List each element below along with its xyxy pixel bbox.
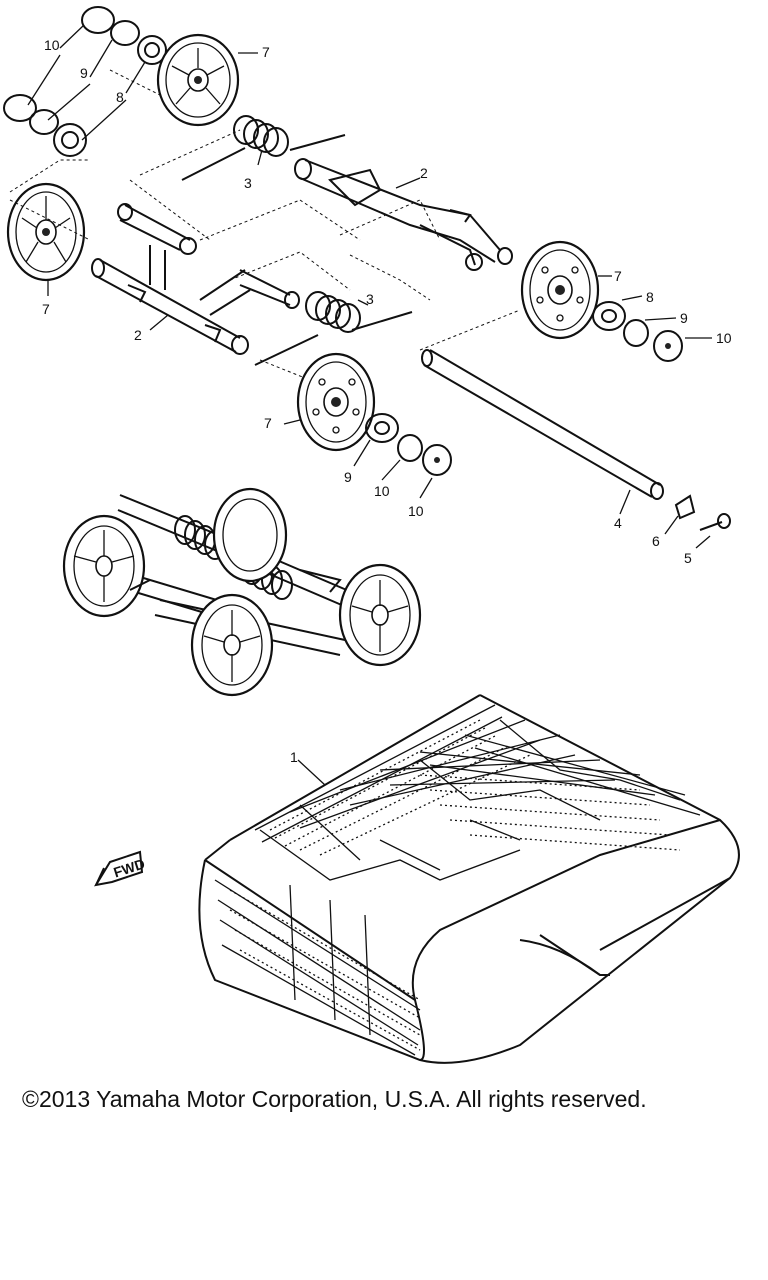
bearing-8-right (592, 301, 626, 331)
callouts: 10 9 8 7 3 2 7 2 3 7 8 9 10 7 9 10 10 4 … (42, 37, 732, 765)
callout-3-lower: 3 (366, 291, 374, 307)
spring-3-upper (181, 115, 346, 181)
callout-10-top: 10 (44, 37, 60, 53)
bearing-8-left (53, 123, 87, 157)
wheel-7-right (520, 240, 600, 340)
track-1 (198, 694, 740, 1064)
callout-2-upper: 2 (420, 165, 428, 181)
exploded-view-svg: FWD 10 9 8 7 3 2 7 2 3 (3, 6, 740, 1064)
copyright-notice: ©2013 Yamaha Motor Corporation, U.S.A. A… (22, 1086, 647, 1112)
callout-9-center: 10 (374, 483, 390, 499)
bearing-8-top (137, 35, 167, 65)
callout-6: 6 (652, 533, 660, 549)
callout-9-top: 9 (80, 65, 88, 81)
callout-9-right: 9 (680, 310, 688, 326)
assembled-suspension (62, 487, 422, 697)
callout-7-right: 7 (614, 268, 622, 284)
shaft-4 (421, 349, 664, 500)
callout-10-center: 10 (408, 503, 424, 519)
wheel-7-top (156, 33, 240, 127)
callout-5: 5 (684, 550, 692, 566)
callout-7-top: 7 (262, 44, 270, 60)
callout-10-right: 10 (716, 330, 732, 346)
bearing-8-center (365, 413, 399, 443)
bracket-6 (674, 494, 696, 520)
cap-10-right (653, 330, 683, 362)
callout-7-left: 7 (42, 301, 50, 317)
wheel-7-center (296, 352, 376, 452)
cap-10-center (422, 444, 452, 476)
swing-arm-2-upper (294, 158, 513, 271)
circlip-9-right (623, 319, 649, 347)
callout-8-center: 9 (344, 469, 352, 485)
callout-1: 1 (290, 749, 298, 765)
callout-3-upper: 3 (244, 175, 252, 191)
callout-8-top: 8 (116, 89, 124, 105)
callout-2-lower: 2 (134, 327, 142, 343)
snap-ring-10-left (3, 94, 37, 122)
wheel-7-left (6, 182, 86, 282)
bolt-5 (699, 513, 731, 531)
callout-8-right: 8 (646, 289, 654, 305)
fwd-arrow: FWD (93, 850, 147, 887)
snap-ring-10-top (81, 6, 115, 34)
swing-arm-2-lower (91, 203, 300, 355)
spring-3-lower (254, 291, 413, 366)
circlip-9-top (110, 20, 140, 46)
callout-4: 4 (614, 515, 622, 531)
circlip-9-center (397, 434, 423, 462)
callout-7-center: 7 (264, 415, 272, 431)
circlip-9-left (29, 109, 59, 135)
